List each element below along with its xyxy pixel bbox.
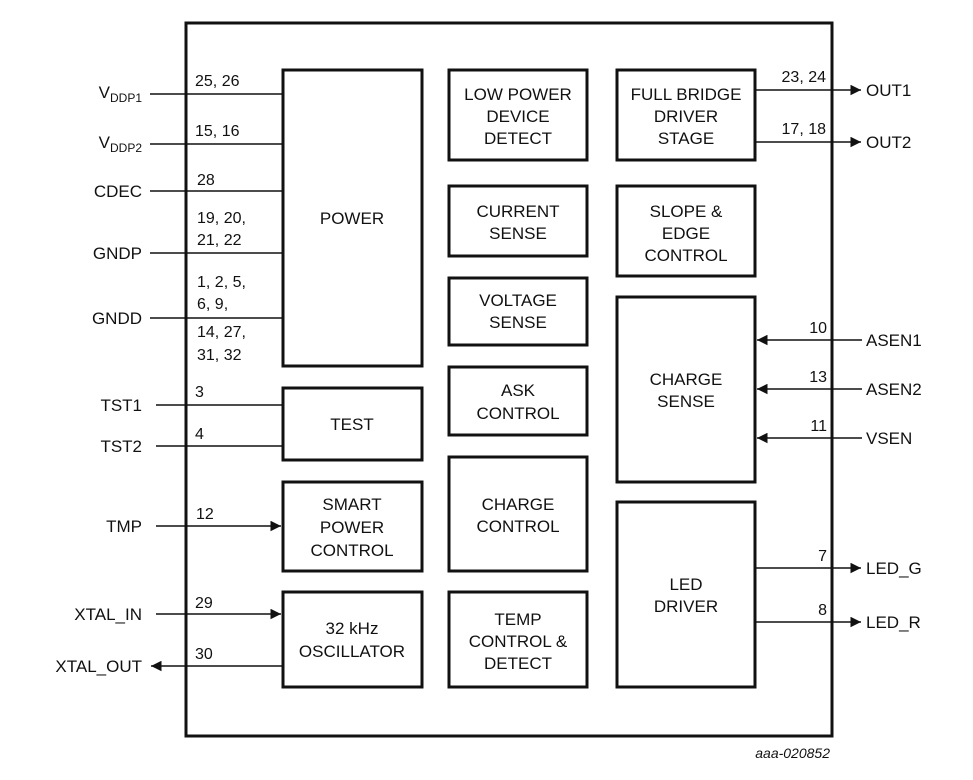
block-temp-control-detect: TEMP CONTROL & DETECT [447, 590, 589, 689]
block-voltage-sense: VOLTAGE SENSE [447, 276, 589, 347]
block-current-sense-line2: SENSE [489, 224, 547, 243]
signal-cdec: CDEC [94, 182, 142, 201]
pin-gndp-2: 21, 22 [197, 232, 242, 249]
block-smart-power-line2: POWER [320, 518, 384, 537]
pin-asen2: 13 [809, 369, 827, 386]
block-lpdd-line1: LOW POWER [464, 85, 572, 104]
signal-led-r: LED_R [866, 613, 921, 632]
block-voltage-sense-line1: VOLTAGE [479, 291, 557, 310]
block-test: TEST [281, 386, 424, 462]
block-slope-line3: CONTROL [644, 246, 727, 265]
pin-out1: 23, 24 [782, 69, 827, 86]
pin-tst2: 4 [195, 426, 204, 443]
signal-tst2: TST2 [100, 437, 142, 456]
block-voltage-sense-line2: SENSE [489, 313, 547, 332]
pin-xtal-in: 29 [195, 595, 213, 612]
block-smart-power-line1: SMART [322, 495, 381, 514]
signal-vsen: VSEN [866, 429, 912, 448]
signal-vddp2: VDDP2 [99, 133, 143, 155]
block-led-driver-line2: DRIVER [654, 597, 718, 616]
pin-xtal-out: 30 [195, 646, 213, 663]
signal-out1: OUT1 [866, 81, 911, 100]
block-current-sense: CURRENT SENSE [447, 184, 589, 258]
block-full-bridge-line2: DRIVER [654, 107, 718, 126]
block-temp-line3: DETECT [484, 654, 552, 673]
block-test-label: TEST [330, 415, 373, 434]
block-slope-edge-control: SLOPE & EDGE CONTROL [615, 184, 757, 278]
figure-id: aaa-020852 [755, 745, 830, 761]
pin-vsen: 11 [810, 418, 827, 435]
pin-cdec: 28 [197, 172, 215, 189]
block-power: POWER [281, 68, 424, 368]
block-current-sense-line1: CURRENT [476, 202, 559, 221]
block-charge-sense: CHARGE SENSE [615, 295, 757, 484]
pin-tst1: 3 [195, 384, 204, 401]
pin-gndd-3: 14, 27, [197, 324, 246, 341]
block-lpdd-line2: DEVICE [486, 107, 549, 126]
signal-gndp: GNDP [93, 244, 142, 263]
block-smart-power-control: SMART POWER CONTROL [281, 480, 424, 573]
signal-xtal-in: XTAL_IN [74, 605, 142, 624]
pin-gndd-4: 31, 32 [197, 347, 242, 364]
block-full-bridge-line3: STAGE [658, 129, 714, 148]
block-power-label: POWER [320, 209, 384, 228]
pin-asen1: 10 [809, 320, 827, 337]
block-charge-sense-line2: SENSE [657, 392, 715, 411]
signal-gndd: GNDD [92, 309, 142, 328]
signal-asen2: ASEN2 [866, 380, 922, 399]
block-oscillator-line2: OSCILLATOR [299, 642, 405, 661]
signal-xtal-out: XTAL_OUT [55, 657, 142, 676]
block-temp-line1: TEMP [494, 610, 541, 629]
pin-vddp1: 25, 26 [195, 73, 240, 90]
block-lpdd-line3: DETECT [484, 129, 552, 148]
block-ask-control: ASK CONTROL [447, 365, 589, 437]
block-charge-control: CHARGE CONTROL [447, 455, 589, 573]
block-full-bridge-line1: FULL BRIDGE [631, 85, 742, 104]
block-charge-sense-line1: CHARGE [650, 370, 723, 389]
block-full-bridge-driver-stage: FULL BRIDGE DRIVER STAGE [615, 68, 757, 162]
signal-tmp: TMP [106, 517, 142, 536]
chip-boundary [184, 21, 834, 738]
pin-gndd-1: 1, 2, 5, [197, 274, 246, 291]
pin-vddp2: 15, 16 [195, 123, 240, 140]
block-led-driver-line1: LED [669, 575, 702, 594]
pin-gndp-1: 19, 20, [197, 210, 246, 227]
block-ask-control-line2: CONTROL [476, 404, 559, 423]
block-smart-power-line3: CONTROL [310, 541, 393, 560]
block-slope-line1: SLOPE & [650, 202, 723, 221]
pin-led-g: 7 [818, 548, 827, 565]
block-oscillator-line1: 32 kHz [326, 619, 379, 638]
block-charge-control-line2: CONTROL [476, 517, 559, 536]
block-charge-control-line1: CHARGE [482, 495, 555, 514]
pin-led-r: 8 [818, 602, 827, 619]
block-low-power-device-detect: LOW POWER DEVICE DETECT [447, 68, 589, 162]
signal-led-g: LED_G [866, 559, 922, 578]
block-led-driver: LED DRIVER [615, 500, 757, 689]
pin-out2: 17, 18 [782, 121, 827, 138]
signal-asen1: ASEN1 [866, 331, 922, 350]
pin-tmp: 12 [196, 506, 214, 523]
signal-tst1: TST1 [100, 396, 142, 415]
pin-gndd-2: 6, 9, [197, 296, 228, 313]
signal-vddp1: VDDP1 [99, 83, 143, 105]
block-temp-line2: CONTROL & [469, 632, 568, 651]
block-slope-line2: EDGE [662, 224, 710, 243]
signal-out2: OUT2 [866, 133, 911, 152]
block-oscillator: 32 kHz OSCILLATOR [281, 590, 424, 689]
block-ask-control-line1: ASK [501, 381, 536, 400]
